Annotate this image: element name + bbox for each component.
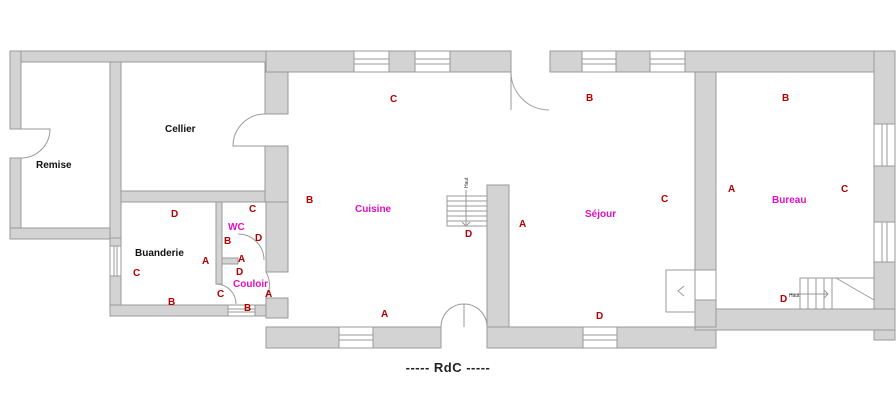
stairs-sejour-small	[665, 269, 696, 313]
window-bottom-2	[582, 326, 618, 349]
wall-label: D	[255, 233, 262, 244]
wall-cellier-right-lower	[264, 145, 289, 203]
wall-label: B	[168, 297, 175, 308]
wall-main-bottom-1	[265, 326, 340, 349]
wall-label: B	[586, 93, 593, 104]
room-cellier: Cellier	[165, 124, 196, 135]
wall-label: C	[217, 289, 224, 300]
room-buanderie: Buanderie	[135, 248, 184, 259]
wall-label: A	[519, 219, 526, 230]
wall-label: A	[381, 309, 388, 320]
wall-main-top-1	[265, 50, 355, 73]
room-cuisine: Cuisine	[355, 204, 392, 215]
wall-sejour-bureau-upper	[694, 71, 717, 271]
wall-annex-top	[9, 50, 289, 63]
wall-cuisine-sejour	[486, 184, 510, 328]
room-sejour: Séjour	[585, 209, 616, 220]
wall-sejour-bureau-lower	[694, 299, 717, 328]
wall-remise-left-upper	[9, 50, 22, 130]
wall-label: C	[841, 184, 848, 195]
door-entrance-top	[510, 71, 550, 111]
wall-cuisine-left-lower	[265, 297, 289, 319]
walls	[9, 50, 896, 349]
door-cellier	[232, 113, 266, 147]
door-wc	[237, 233, 265, 261]
wall-main-bottom-3	[486, 326, 584, 349]
wall-label: C	[661, 194, 668, 205]
wall-label: A	[265, 289, 272, 300]
wall-label: B	[244, 303, 251, 314]
wall-main-top-3	[449, 50, 512, 73]
wall-labels: C B D A B A C D B A C D D A C B C B D A …	[133, 93, 848, 322]
wall-main-right-mid	[873, 165, 896, 223]
window-top-3	[581, 50, 617, 73]
wall-label: D	[236, 267, 243, 278]
window-right-1	[873, 123, 896, 167]
wall-main-top-4	[549, 50, 583, 73]
wall-remise-cellier	[109, 61, 122, 239]
wall-label: C	[390, 94, 397, 105]
room-remise: Remise	[36, 160, 72, 171]
windows	[109, 50, 896, 349]
window-sejour-bureau	[694, 269, 717, 301]
wall-buanderie-wc	[215, 201, 223, 285]
door-couloir	[215, 283, 237, 305]
window-bottom-1	[338, 326, 374, 349]
wall-cellier-bottom	[120, 190, 289, 203]
stairs-bureau	[790, 277, 875, 310]
window-top-2	[414, 50, 451, 73]
floor-title: ----- RdC -----	[405, 360, 491, 375]
wall-main-top-5	[615, 50, 651, 73]
stairs-cuisine	[446, 190, 488, 227]
wall-wc-bottom	[221, 257, 239, 265]
wall-main-right-upper	[873, 50, 896, 125]
wall-label: A	[728, 184, 735, 195]
door-remise	[20, 128, 51, 159]
door-cuisine-couloir	[265, 271, 270, 299]
wall-label: B	[782, 93, 789, 104]
wall-label: C	[249, 204, 256, 215]
door-entrance-bottom	[440, 303, 488, 328]
wall-label: D	[780, 294, 787, 305]
window-buanderie	[109, 245, 122, 277]
wall-main-top-2	[388, 50, 416, 73]
wall-label: A	[202, 256, 209, 267]
wall-main-top-6	[684, 50, 896, 73]
wall-label: B	[306, 195, 313, 206]
window-top-1	[353, 50, 390, 73]
window-wc	[227, 304, 256, 317]
wall-label: D	[171, 209, 178, 220]
room-couloir: Couloir	[233, 279, 268, 290]
stair-label-cuisine: Haut	[464, 177, 470, 188]
window-top-4	[649, 50, 686, 73]
doors	[20, 71, 550, 328]
wall-label: A	[238, 254, 245, 265]
wall-label: C	[133, 268, 140, 279]
room-bureau: Bureau	[772, 195, 806, 206]
wall-remise-bottom	[9, 227, 122, 240]
stair-label-bureau: Haut	[789, 293, 800, 299]
wall-label: B	[224, 236, 231, 247]
wall-remise-left-lower	[9, 157, 22, 239]
wall-buanderie-left-upper	[109, 237, 122, 247]
window-right-2	[873, 221, 896, 263]
wall-main-bottom-2	[372, 326, 442, 349]
room-wc: WC	[228, 222, 245, 233]
wall-bureau-bottom	[694, 308, 896, 331]
wall-label: D	[596, 311, 603, 322]
wall-label: D	[465, 229, 472, 240]
wall-cuisine-left	[265, 201, 289, 273]
